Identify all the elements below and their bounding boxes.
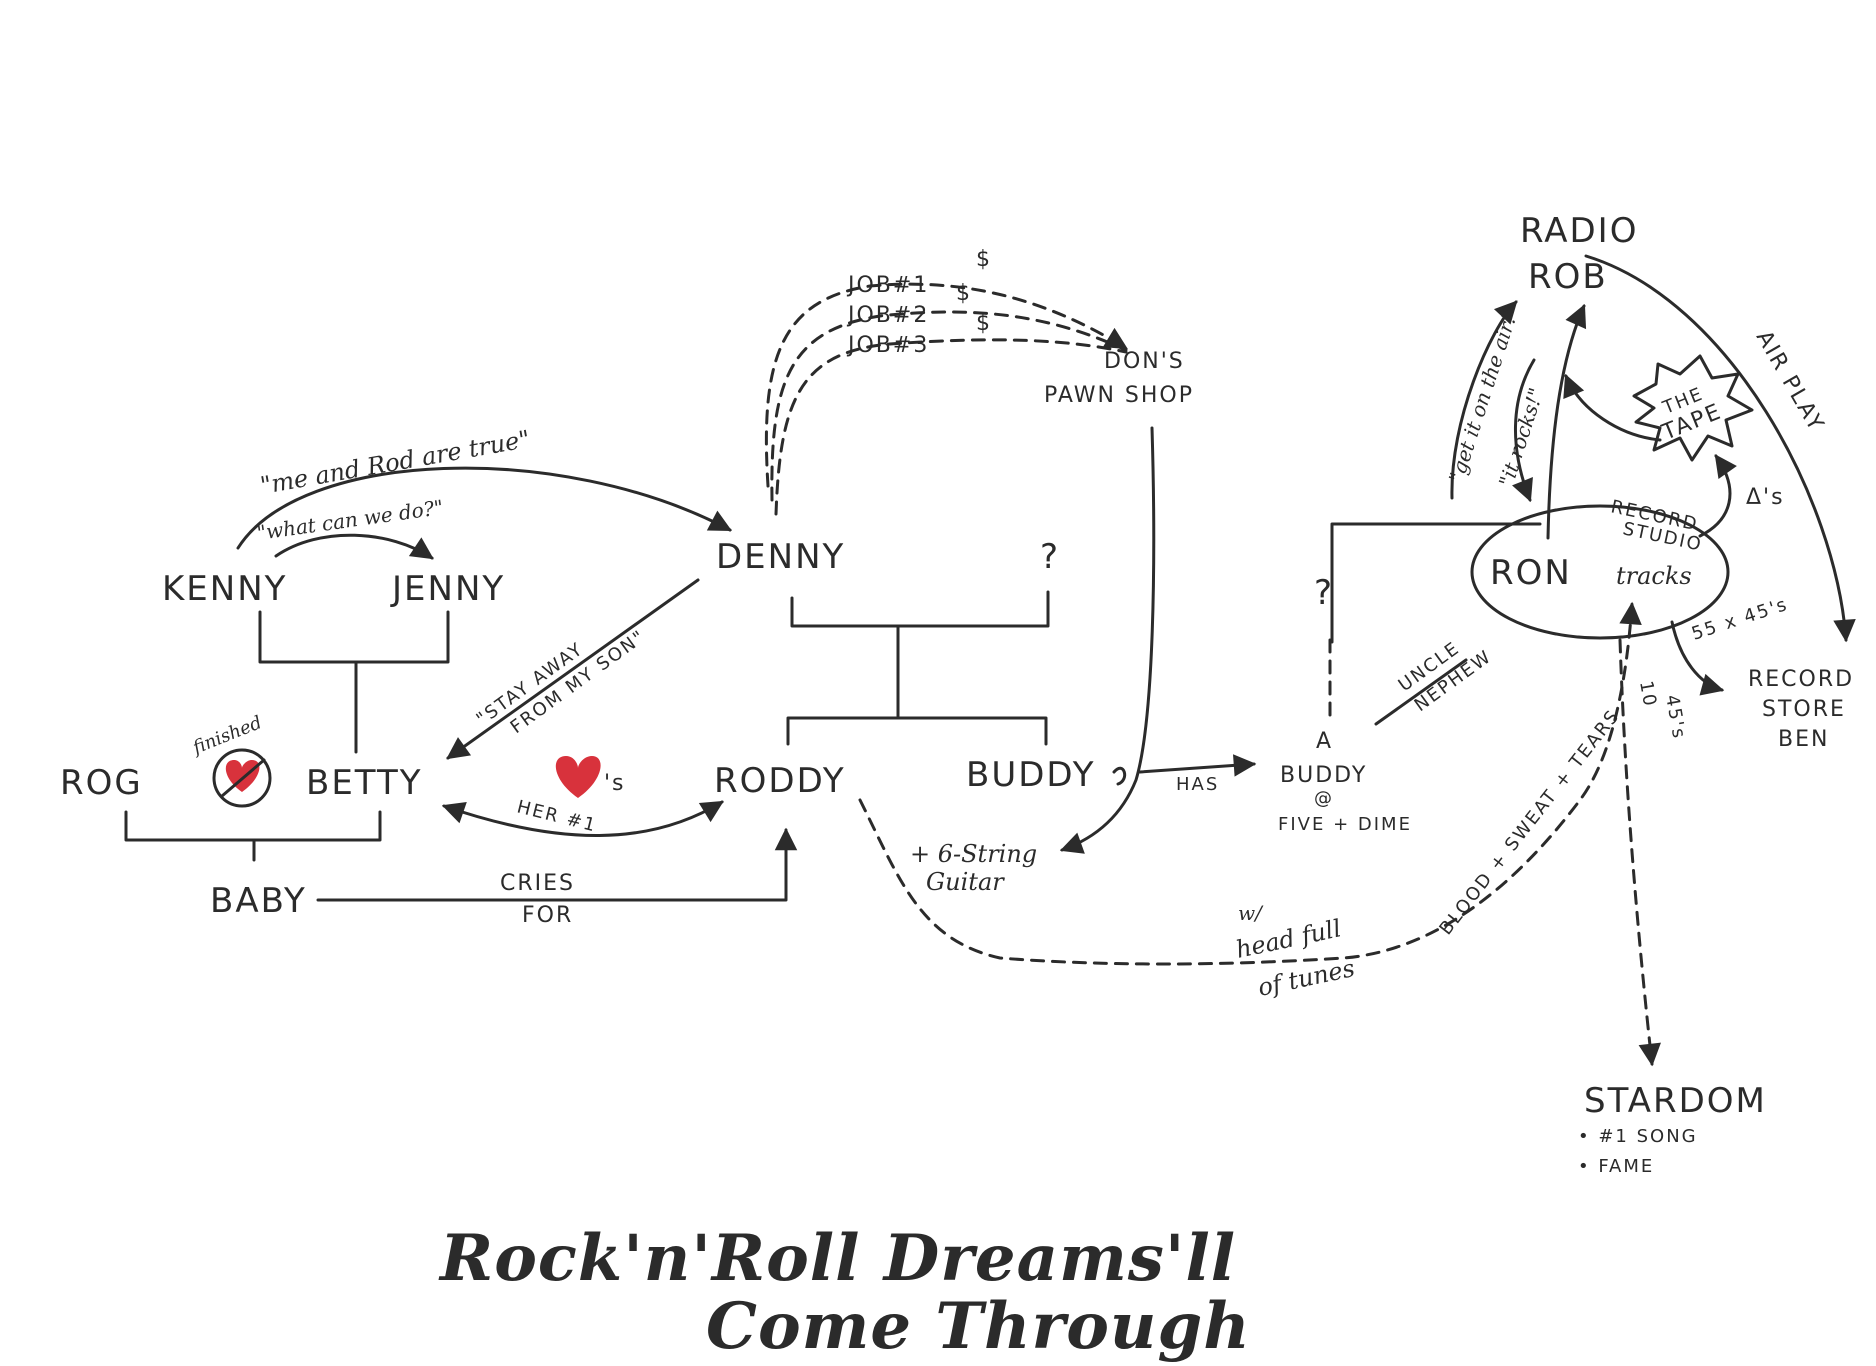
label-her-number-one: HER #1 [515, 796, 599, 836]
relationship-arrows [236, 254, 1856, 1067]
label-deltas: Δ's [1746, 485, 1785, 510]
node-pawn-shop-line1: DON'S [1104, 349, 1185, 374]
title-line1: Rock'n'Roll Dreams'll [438, 1221, 1236, 1296]
node-pawn-shop-line2: PAWN SHOP [1044, 383, 1194, 408]
node-baby: BABY [210, 881, 307, 921]
tape-burst-shape [1632, 354, 1754, 462]
finished-heart-icon [212, 748, 272, 808]
node-a-buddy-line3: FIVE + DIME [1278, 814, 1412, 835]
title-line2: Come Through [706, 1289, 1251, 1364]
family-lines [124, 522, 1542, 862]
node-a-buddy-line1: A [1316, 729, 1333, 754]
label-job2: JOB#2 [846, 303, 929, 328]
stardom-item-2: • FAME [1578, 1156, 1654, 1177]
label-has: HAS [1176, 774, 1219, 795]
label-job1: JOB#1 [846, 273, 929, 298]
node-record-store-line3: BEN [1778, 727, 1829, 752]
label-job3: JOB#3 [846, 333, 929, 358]
node-record-store-line2: STORE [1762, 697, 1846, 722]
label-blood-sweat-tears: BLOOD + SWEAT + TEARS [1435, 705, 1624, 939]
label-for: FOR [522, 903, 573, 928]
recording-studio-ellipse [1470, 504, 1730, 640]
label-tracks: tracks [1616, 562, 1692, 590]
label-it-rocks: "it rocks!" [1494, 385, 1548, 490]
label-ten-45s-2: 45's [1661, 693, 1690, 741]
label-dollar-3: $ [976, 311, 992, 336]
label-dollar-2: $ [956, 281, 972, 306]
node-denny: DENNY [716, 537, 845, 577]
node-ron: RON [1490, 553, 1572, 593]
label-ten-45s-1: 10 [1635, 679, 1660, 709]
node-a-buddy-at: @ [1314, 788, 1334, 809]
label-55-45s: 55 x 45's [1689, 594, 1791, 645]
node-roddy: RODDY [714, 761, 846, 801]
label-hearts-suffix: 's [604, 771, 626, 796]
node-record-store-line1: RECORD [1748, 667, 1854, 692]
label-guitar-2: Guitar [926, 868, 1005, 896]
label-dollar-1: $ [976, 247, 992, 272]
node-radio-rob-line2: ROB [1528, 257, 1608, 297]
label-air-play: AIR PLAY [1751, 327, 1829, 437]
label-guitar-1: + 6-String [910, 840, 1037, 868]
node-betty: BETTY [306, 763, 423, 803]
node-buddy: BUDDY [966, 755, 1095, 795]
label-what-can-we-do: "what can we do?" [255, 495, 444, 545]
heart-icon [555, 756, 601, 798]
label-me-and-rod: "me and Rod are true" [258, 425, 532, 500]
node-a-buddy-line2: BUDDY [1280, 763, 1367, 788]
stardom-item-1: • #1 SONG [1578, 1126, 1698, 1147]
node-stardom: STARDOM [1584, 1081, 1767, 1121]
label-cries: CRIES [500, 871, 575, 896]
node-jenny: JENNY [390, 569, 505, 609]
node-ron-parent: ? [1314, 573, 1334, 613]
node-denny-partner: ? [1040, 537, 1060, 577]
node-rog: ROG [60, 763, 143, 803]
label-with: w/ [1238, 901, 1264, 925]
node-kenny: KENNY [162, 569, 287, 609]
node-radio-rob-line1: RADIO [1520, 211, 1638, 251]
